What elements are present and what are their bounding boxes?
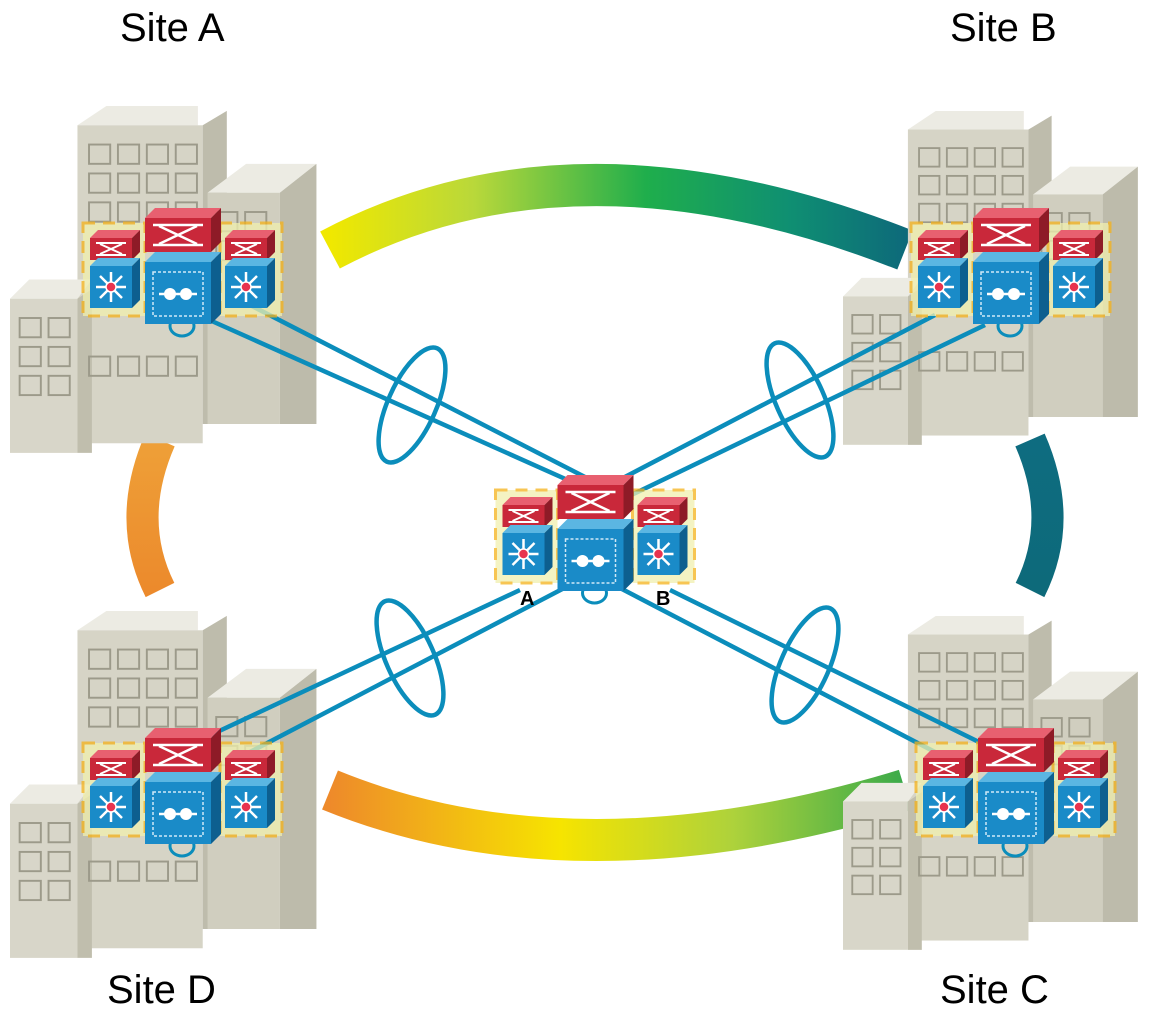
etherchannel-ellipse-icon	[374, 598, 446, 718]
hub-port-a-label: A	[520, 588, 535, 610]
site-d-switch-cluster	[83, 728, 282, 856]
site-b-label: Site B	[950, 6, 1057, 50]
site-c-label: Site C	[940, 968, 1049, 1012]
etherchannel-ellipse-icon	[376, 345, 448, 465]
trunk-links	[199, 302, 986, 754]
etherchannel-ellipse-icon	[769, 605, 841, 725]
site-d-label: Site D	[107, 968, 216, 1012]
etherchannel-ellipse-icon	[764, 340, 836, 460]
site-b-switch-cluster	[911, 208, 1110, 336]
site-c-switch-cluster	[916, 728, 1115, 856]
hub-switch-cluster	[496, 475, 695, 603]
ring-backbone	[126, 164, 1064, 861]
hub-port-b-label: B	[656, 588, 671, 610]
site-a-switch-cluster	[83, 208, 282, 336]
site-a-label: Site A	[120, 6, 225, 50]
etherchannel-ellipses	[374, 340, 841, 725]
